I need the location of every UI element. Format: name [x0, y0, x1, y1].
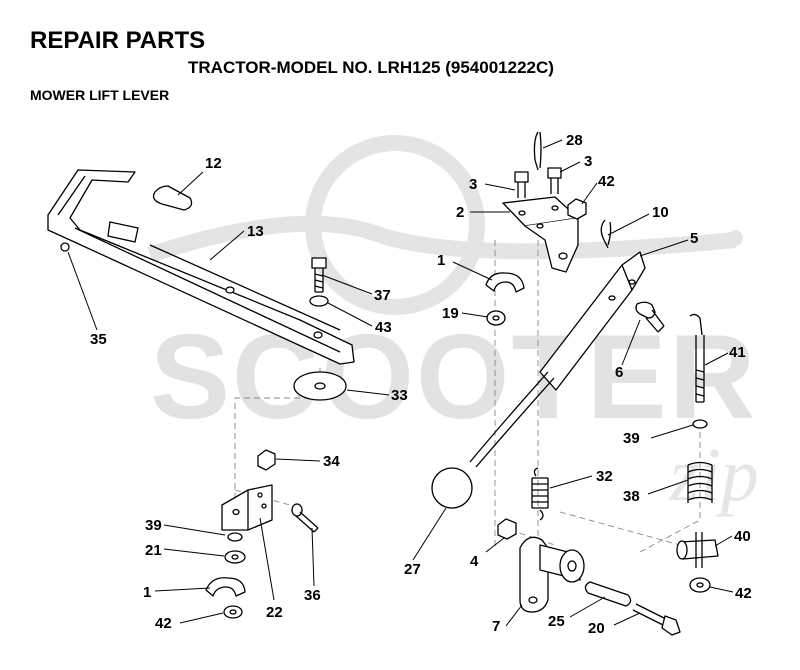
callout-4: 4: [470, 553, 479, 570]
spacer-21-icon: [224, 550, 246, 564]
callout-39-left: 39: [145, 517, 162, 534]
leader-lines: [67, 139, 734, 627]
callout-42-right: 42: [735, 585, 752, 602]
lift-arm-icon: [539, 251, 646, 391]
callout-39-right: 39: [623, 430, 640, 447]
nut-42-left-icon: [223, 605, 243, 619]
bolt-3-left-icon: [514, 171, 529, 198]
callout-2: 2: [456, 204, 464, 221]
nut-42-top-icon: [567, 198, 587, 220]
callout-21: 21: [145, 542, 162, 559]
callout-42-left: 42: [155, 615, 172, 632]
handle-grip: [152, 185, 193, 211]
large-washer-icon: [293, 371, 347, 401]
nut-42-right-icon: [689, 577, 711, 593]
watermark-suffix: zip: [669, 433, 759, 517]
callout-1-lower: 1: [143, 584, 151, 601]
bolt-37-icon: [311, 257, 327, 293]
callout-10: 10: [652, 204, 669, 221]
callout-6: 6: [615, 364, 623, 381]
callout-28: 28: [566, 132, 583, 149]
cotter-pin-10-icon: [600, 219, 612, 249]
callout-38: 38: [623, 488, 640, 505]
cotter-pin-28-icon: [533, 131, 542, 171]
nut-34-icon: [257, 449, 276, 471]
nut-4-icon: [497, 518, 517, 540]
nut-19-icon: [486, 310, 506, 326]
trunnion-icon: [676, 532, 719, 568]
adjustment-rod-icon: [689, 313, 705, 403]
callout-22: 22: [266, 604, 283, 621]
callout-7: 7: [492, 618, 500, 635]
callout-5: 5: [690, 230, 698, 247]
callout-20: 20: [588, 620, 605, 637]
callout-3-left: 3: [469, 176, 477, 193]
watermark: SCOOTER zip: [147, 135, 759, 517]
bolt-20-icon: [632, 603, 681, 636]
section-title: MOWER LIFT LEVER: [30, 87, 170, 103]
clip-1-lower-icon: [205, 577, 246, 597]
washer-43-icon: [309, 295, 329, 307]
bolt-6-icon: [635, 301, 665, 333]
small-spacer: [60, 242, 70, 252]
callout-3-right: 3: [584, 153, 592, 170]
page-title: REPAIR PARTS: [30, 27, 206, 54]
watermark-text: SCOOTER: [150, 310, 757, 444]
callout-35: 35: [90, 331, 107, 348]
callout-34: 34: [323, 453, 340, 470]
callout-labels: 28 3 3 42 2 10 5 12 13 35 37 43 33 1 19 …: [90, 132, 752, 637]
carriage-bolt-icon: [291, 503, 319, 533]
model-subtitle: TRACTOR-MODEL NO. LRH125 (954001222C): [188, 58, 554, 77]
watermark-logo-icon: [147, 135, 736, 315]
pivot-shaft-icon: [539, 544, 585, 583]
handle-knob-icon: [431, 467, 473, 509]
callout-36: 36: [304, 587, 321, 604]
callout-25: 25: [548, 613, 565, 630]
bolt-3-right-icon: [547, 167, 562, 194]
callout-27: 27: [404, 561, 421, 578]
lift-rod: [469, 371, 555, 468]
clip-1-upper-icon: [485, 272, 525, 293]
watermark-dot-icon: [727, 230, 743, 246]
callout-1-upper: 1: [437, 252, 445, 269]
callout-12: 12: [205, 155, 222, 172]
bracket-22-icon: [221, 484, 273, 531]
lift-lever-bar: [47, 169, 355, 365]
washer-39-right-icon: [692, 419, 708, 429]
compression-spring-icon: [687, 461, 713, 503]
callout-19: 19: [442, 305, 459, 322]
callout-37: 37: [374, 287, 391, 304]
callout-42-top: 42: [598, 173, 615, 190]
extension-spring-icon: [531, 467, 549, 521]
washer-39-left-icon: [227, 532, 243, 542]
callout-33: 33: [391, 387, 408, 404]
callout-13: 13: [247, 223, 264, 240]
mounting-bracket-icon: [502, 196, 579, 273]
callout-43: 43: [375, 319, 392, 336]
spacer-tube-icon: [584, 581, 632, 607]
callout-32: 32: [596, 468, 613, 485]
callout-40: 40: [734, 528, 751, 545]
callout-41: 41: [729, 344, 746, 361]
